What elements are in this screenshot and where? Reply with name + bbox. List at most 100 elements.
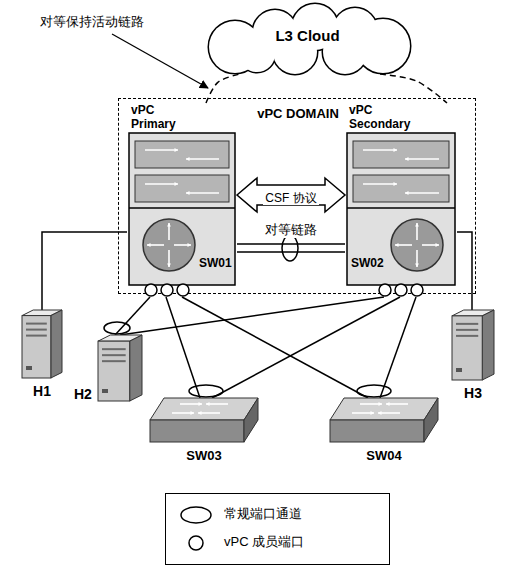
csf-arrow [237,178,345,212]
server-host: H3 [446,310,500,402]
role-label: vPC Secondary [349,103,413,132]
switch-arrows [352,402,408,415]
power-light [26,366,32,370]
arrow-glyph-head [405,191,409,195]
server-side [130,335,142,401]
node-label: SW04 [366,448,401,464]
node-label: vPC DOMAIN [257,106,339,122]
switch-front [330,420,424,442]
switch-side [424,398,438,442]
card-arrows [363,148,439,161]
arrow-glyph [405,192,439,194]
vpc-member-port [379,284,391,296]
switch-side [244,398,258,442]
text-slot: SW01 [199,253,232,271]
drive-slot [26,329,47,331]
switch-front [150,420,244,442]
fabric-arrows [147,223,191,267]
line-card [135,175,229,202]
arrow-glyph-head [415,223,419,227]
vpc-member-port [161,284,173,296]
arrow-glyph [405,158,439,160]
arrow-glyph-head [206,402,210,406]
legend-slot: 常规端口通道 [224,506,302,522]
line-card [353,175,449,202]
arrow-glyph-head [378,411,382,415]
text-slot: L3 Cloud [275,27,339,45]
server-side [482,310,494,380]
text-slot: SW03 [186,446,221,464]
port-channel-mark [104,322,130,334]
switch-top [150,398,258,420]
drive-slot [456,335,478,337]
drive-slot [456,323,478,325]
legend-swatch [178,504,214,526]
arrow-glyph-head [147,243,151,247]
drive-slot [102,348,126,350]
server-side [51,310,62,378]
node-label: SW03 [186,448,221,464]
power-light [102,389,108,393]
text-slot: H3 [464,384,482,402]
switch-fabric [391,219,443,271]
peer-link-bundle [282,235,298,261]
legend-box: 常规端口通道 vPC 成员端口 [165,493,390,565]
arrow-glyph-head [435,243,439,247]
text-slot: H1 [33,382,51,400]
arrow-glyph-head [167,263,171,267]
card-arrows [363,182,439,195]
cloud-lobe [239,36,275,72]
node-label: H2 [74,386,92,403]
text-slot: SW02 [351,253,384,271]
drive-slot [26,323,47,325]
vpc-member-port [411,284,423,296]
legend-text: vPC 成员端口 [224,534,304,550]
role-label: vPC Primary [131,103,189,132]
port-channel-mark [189,385,223,397]
legend-row: vPC 成员端口 [178,532,378,554]
server-front [452,316,482,380]
chassis-divider [347,207,455,209]
chassis [129,133,235,285]
port-channel-mark [357,385,391,397]
arrow-glyph-head [186,191,190,195]
arrow-glyph [145,149,178,151]
peer-link [237,244,345,252]
text-slot: H2 [74,385,92,403]
legend-circle [189,536,203,550]
arrow-glyph-head [198,411,202,415]
arrow-glyph-head [393,148,397,152]
cloud-fill [209,4,410,74]
node-label: H3 [464,385,482,402]
server-front [98,341,130,401]
switch-fabric [143,219,195,271]
legend-ellipse [181,507,211,523]
vpc-member-port [395,284,407,296]
drive-slot [102,354,126,356]
network-link [380,297,416,398]
server-host: H2 [72,335,146,407]
arrow-glyph [363,183,397,185]
network-link [212,297,400,398]
text-slot: vPC DOMAIN [257,104,339,122]
text-slot: vPC Secondary [349,103,413,132]
server-front [22,316,51,378]
fabric-arrows [395,223,439,267]
switch-top [330,398,438,420]
edge-label: CSF 协议 [263,191,318,205]
edge-label: 对等链路 [263,222,319,238]
access-switch: SW04 [328,398,440,466]
callout-label: 对等保持活动链路 [40,14,144,30]
vpc-member-port [145,284,157,296]
cloud-lobe [239,36,275,72]
network-link [166,297,200,398]
arrow-glyph-head [174,148,178,152]
card-arrows [145,148,219,161]
chassis-divider [129,207,235,209]
node-label: SW02 [351,256,384,270]
card-arrows [145,182,219,195]
arrow-glyph-head [167,223,171,227]
